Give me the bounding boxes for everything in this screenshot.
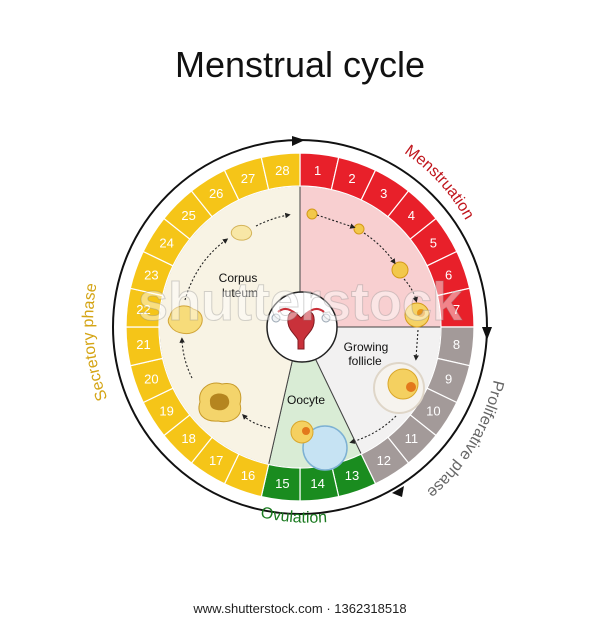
flow-arrow-luteal-2 <box>179 337 193 379</box>
day-label-12: 12 <box>377 453 391 468</box>
day-label-7: 7 <box>453 302 460 317</box>
day-segment-28 <box>260 152 301 191</box>
secretory-label-path: Secretory phase <box>80 282 111 403</box>
growing-follicle-illustration <box>373 362 425 414</box>
growing-follicle-label-line2: follicle <box>348 354 382 368</box>
day-label-28: 28 <box>275 163 289 178</box>
day-label-13: 13 <box>345 468 359 483</box>
uterus-icon <box>271 308 331 350</box>
follicle-stage-1 <box>306 208 318 220</box>
day-label-10: 10 <box>426 403 440 418</box>
day-label-23: 23 <box>144 267 158 282</box>
footer-credit: www.shutterstock.com · 1362318518 <box>193 601 407 616</box>
cycle-arrow-top <box>292 136 305 146</box>
flow-arrow-luteal-1 <box>242 414 271 429</box>
ovulation-label: Ovulation <box>259 504 327 526</box>
day-ring: 1234567891011121314151617181920212223242… <box>125 152 475 502</box>
day-label-15: 15 <box>275 476 289 491</box>
day-label-19: 19 <box>159 403 173 418</box>
day-label-4: 4 <box>408 208 415 223</box>
cycle-arrow-right <box>482 327 492 340</box>
day-label-9: 9 <box>445 372 452 387</box>
menstrual-cycle-diagram: 1234567891011121314151617181920212223242… <box>80 136 506 527</box>
flow-arrow-follicle-3 <box>403 278 418 303</box>
day-label-24: 24 <box>159 236 173 251</box>
day-label-6: 6 <box>445 267 452 282</box>
page-title: Menstrual cycle <box>174 44 426 85</box>
day-label-22: 22 <box>136 302 150 317</box>
corpus-label-line2: luteum <box>222 286 258 300</box>
corpus-luteum-stage-1 <box>198 382 242 423</box>
day-label-3: 3 <box>380 186 387 201</box>
day-label-27: 27 <box>241 171 255 186</box>
secretory-phase-label: Secretory phase <box>80 282 111 403</box>
flow-arrow-ovulation <box>349 415 397 444</box>
day-label-17: 17 <box>209 453 223 468</box>
ovulation-label-path: Ovulation <box>259 504 327 526</box>
oocyte-illustration <box>290 420 348 471</box>
day-label-14: 14 <box>310 476 324 491</box>
day-label-8: 8 <box>453 337 460 352</box>
day-label-2: 2 <box>348 171 355 186</box>
day-label-20: 20 <box>144 372 158 387</box>
oocyte-label: Oocyte <box>287 393 325 407</box>
corpus-luteum-stage-2 <box>167 305 203 335</box>
corpus-luteum-stage-3 <box>230 224 253 241</box>
flow-arrow-follicle-4 <box>413 329 419 361</box>
day-label-16: 16 <box>241 468 255 483</box>
day-label-25: 25 <box>181 208 195 223</box>
follicle-stage-4 <box>404 302 430 328</box>
cycle-arrow-bottom <box>392 486 404 497</box>
flow-arrow-follicle-2 <box>363 232 396 265</box>
day-label-11: 11 <box>405 431 419 446</box>
watermark: shutterstock <box>138 272 463 332</box>
day-label-21: 21 <box>136 337 150 352</box>
day-label-1: 1 <box>314 163 321 178</box>
day-label-18: 18 <box>181 431 195 446</box>
day-label-5: 5 <box>430 236 437 251</box>
corpus-label-line1: Corpus <box>219 271 258 285</box>
growing-follicle-label-line1: Growing <box>344 340 389 354</box>
day-label-26: 26 <box>209 186 223 201</box>
follicle-stage-2 <box>353 223 365 235</box>
follicle-stage-3 <box>391 261 409 279</box>
flow-arrow-luteal-3 <box>184 238 229 301</box>
flow-arrow-luteal-4 <box>255 212 291 227</box>
